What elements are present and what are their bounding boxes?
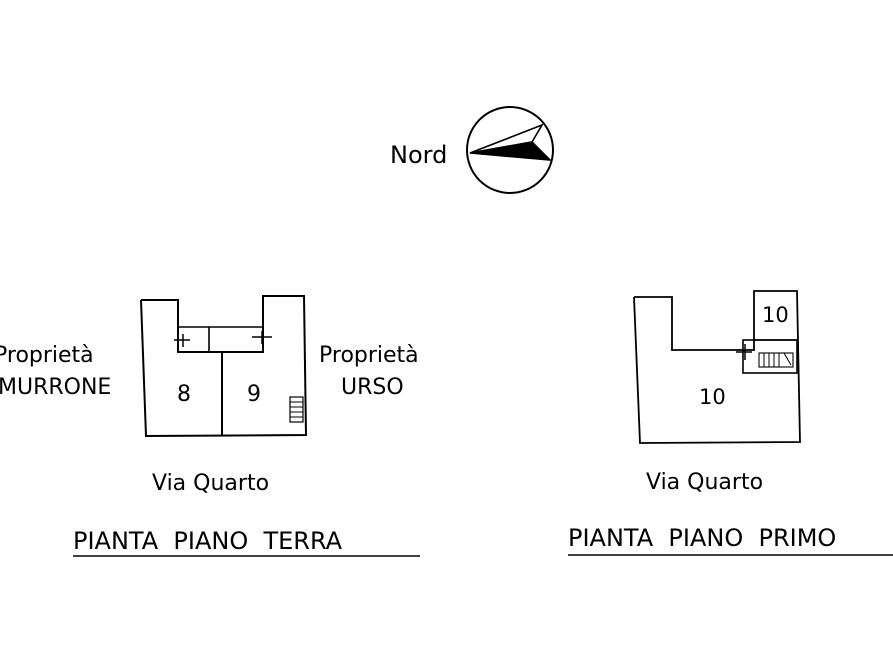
unit-8-label: 8 — [177, 382, 191, 407]
left-owner-name: MURRONE — [0, 375, 111, 400]
stairs-icon — [289, 396, 304, 423]
unit-9-label: 9 — [247, 382, 261, 407]
compass: Nord — [390, 106, 554, 194]
compass-north-label: Nord — [390, 141, 447, 169]
compass-circle — [466, 106, 554, 194]
ground-floor-plan: Proprietà MURRONE Proprietà URSO 8 9 Via… — [0, 295, 420, 557]
compass-needle-filled — [469, 141, 553, 161]
unit-10-small-label: 10 — [762, 303, 789, 327]
unit-10-label: 10 — [699, 385, 726, 409]
right-owner-name: URSO — [341, 375, 404, 400]
first-floor-outline — [633, 290, 801, 444]
ground-floor-title: PIANTA PIANO TERRA — [73, 527, 343, 555]
ground-floor-outline — [140, 295, 308, 438]
first-floor-street: Via Quarto — [646, 470, 763, 495]
stair-room — [742, 339, 798, 374]
left-owner-label: Proprietà — [0, 343, 94, 368]
right-owner-label: Proprietà — [319, 343, 419, 368]
first-floor-plan: 10 10 Via Quarto PIANTA PIANO PRIMO — [568, 290, 893, 556]
ground-floor-street: Via Quarto — [152, 471, 269, 496]
stairs-icon-first-floor — [758, 352, 794, 368]
first-floor-title: PIANTA PIANO PRIMO — [568, 524, 836, 552]
